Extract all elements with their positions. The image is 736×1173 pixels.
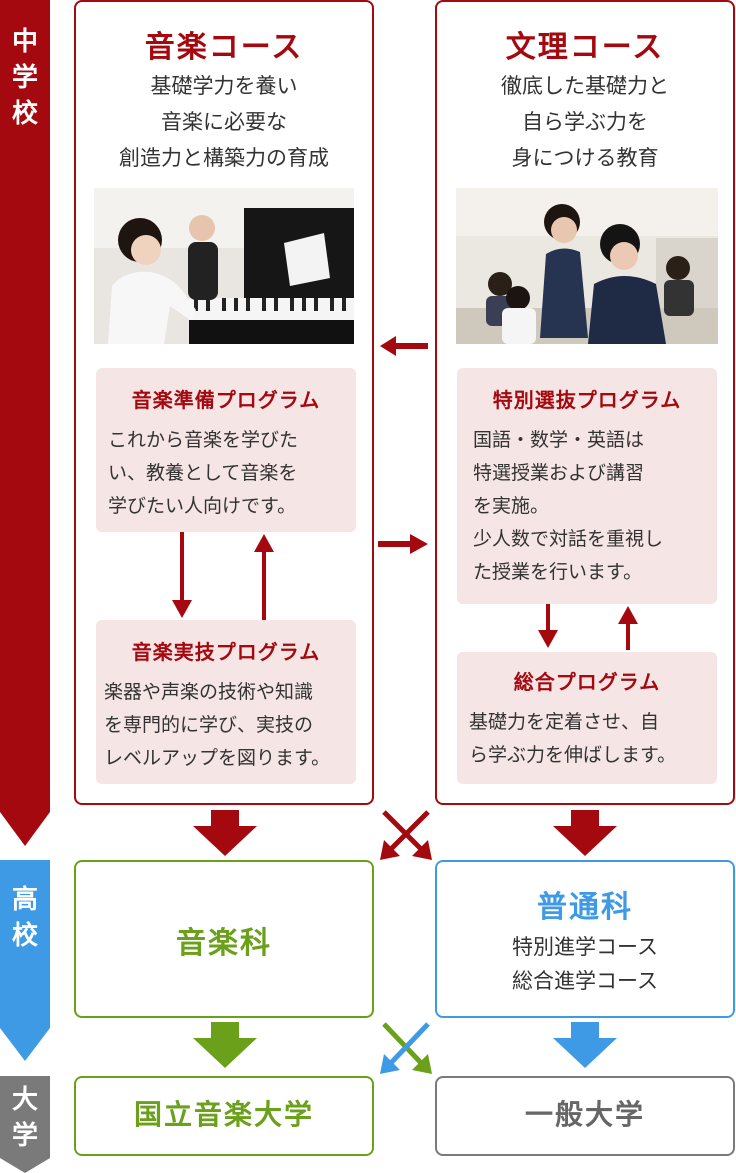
music-course-panel: 音楽コース 基礎学力を養い 音楽に必要な 創造力と構築力の育成 音楽準備プログラ… <box>74 0 374 805</box>
music-course-title: 音楽コース <box>144 30 304 65</box>
music-prep-program-description: これから音楽を学びた い、教養として音楽を 学びたい人向けです。 <box>108 429 299 517</box>
classroom-photo <box>456 188 718 344</box>
middle-school-band <box>0 0 50 846</box>
general-university-box: 一般大学 <box>435 1076 735 1156</box>
national-music-university-box: 国立音楽大学 <box>74 1076 374 1156</box>
middle-school-label: 中 学 校 <box>11 27 38 129</box>
music-department-title: 音楽科 <box>176 926 272 961</box>
science-course-panel: 文理コース 徹底した基礎力と 自ら学ぶ力を 身につける教育 特別選抜プログラム … <box>435 0 735 805</box>
special-selection-program: 特別選抜プログラム 国語・数学・英語は 特選授業および講習 を実施。 少人数で対… <box>457 368 717 604</box>
up-arrow-icon <box>254 534 274 622</box>
university-band <box>0 1076 50 1173</box>
high-school-band <box>0 860 50 1061</box>
music-practical-program-description: 楽器や声楽の技術や知識 を専門的に学び、実技の レベルアップを図ります。 <box>104 681 331 769</box>
right-arrow-icon <box>378 534 428 554</box>
down-block-arrow-icon <box>553 810 617 856</box>
general-department-box: 普通科 特別進学コース 総合進学コース <box>435 860 735 1018</box>
general-program-description: 基礎力を定着させ、自 ら学ぶ力を伸ばします。 <box>469 711 677 766</box>
left-arrow-icon <box>380 336 428 356</box>
down-arrow-icon <box>172 532 192 618</box>
down-block-arrow-icon <box>193 1022 257 1068</box>
general-program: 総合プログラム 基礎力を定着させ、自 ら学ぶ力を伸ばします。 <box>457 652 717 784</box>
science-course-title: 文理コース <box>505 30 665 65</box>
cross-arrow-icon <box>380 1022 432 1074</box>
cross-arrow-icon <box>380 810 432 860</box>
science-course-description: 徹底した基礎力と 自ら学ぶ力を 身につける教育 <box>501 74 669 170</box>
music-course-description: 基礎学力を養い 音楽に必要な 創造力と構築力の育成 <box>119 74 329 170</box>
down-arrow-icon <box>538 604 558 648</box>
high-school-label: 高 校 <box>11 885 38 951</box>
piano-lesson-photo <box>94 188 354 344</box>
general-department-courses: 特別進学コース 総合進学コース <box>512 935 658 993</box>
music-department-box: 音楽科 <box>74 860 374 1018</box>
special-selection-program-title: 特別選抜プログラム <box>492 388 682 412</box>
down-block-arrow-icon <box>553 1022 617 1068</box>
music-practical-program: 音楽実技プログラム 楽器や声楽の技術や知識 を専門的に学び、実技の レベルアップ… <box>96 620 356 784</box>
university-label: 大 学 <box>11 1085 38 1151</box>
music-prep-program-title: 音楽準備プログラム <box>131 388 321 412</box>
music-prep-program: 音楽準備プログラム これから音楽を学びた い、教養として音楽を 学びたい人向けで… <box>96 368 356 532</box>
general-program-title: 総合プログラム <box>513 670 661 694</box>
up-arrow-icon <box>618 606 638 650</box>
music-practical-program-title: 音楽実技プログラム <box>131 640 321 664</box>
special-selection-program-description: 国語・数学・英語は 特選授業および講習 を実施。 少人数で対話を重視し た授業を… <box>473 429 664 583</box>
down-block-arrow-icon <box>193 810 257 856</box>
general-department-title: 普通科 <box>537 890 633 925</box>
